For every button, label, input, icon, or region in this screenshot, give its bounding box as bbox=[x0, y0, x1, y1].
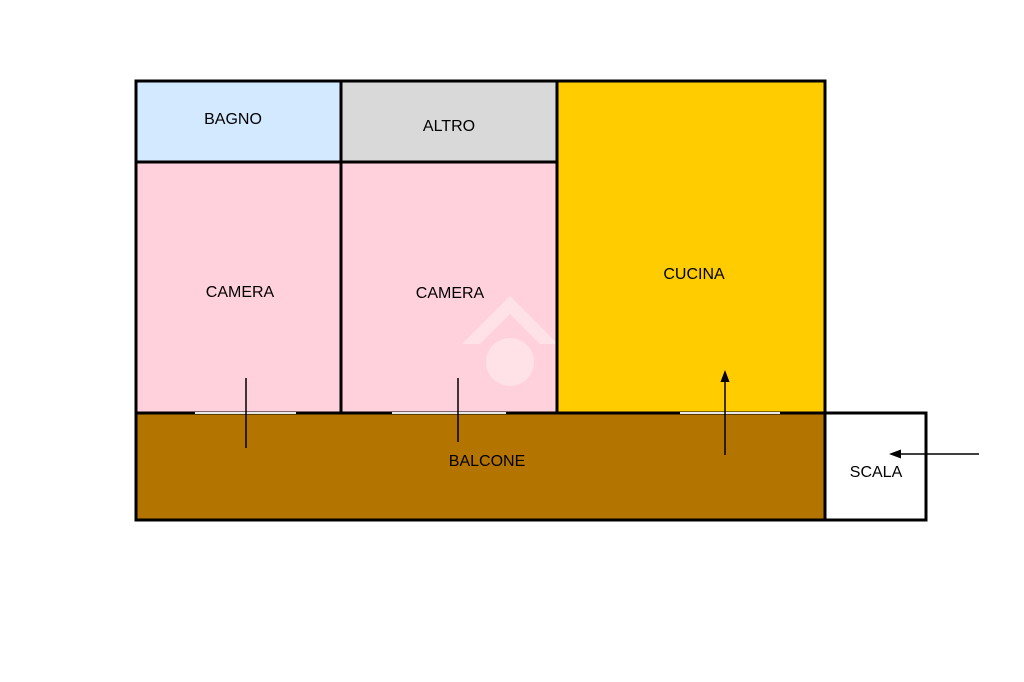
room-cucina bbox=[557, 81, 825, 413]
access-markers bbox=[245, 370, 979, 459]
label-cucina: CUCINA bbox=[663, 266, 725, 283]
label-scala: SCALA bbox=[850, 464, 903, 481]
room-camera-right bbox=[341, 162, 557, 413]
room-camera-left bbox=[136, 162, 341, 413]
label-balcone: BALCONE bbox=[449, 453, 525, 470]
label-altro: ALTRO bbox=[423, 118, 475, 135]
scala-wall bbox=[823, 411, 928, 522]
label-camera-left: CAMERA bbox=[206, 284, 275, 301]
room-altro bbox=[341, 81, 557, 162]
room-balcone bbox=[136, 413, 825, 520]
outer-wall bbox=[134, 79, 827, 522]
room-bagno bbox=[136, 81, 341, 162]
label-camera-right: CAMERA bbox=[416, 285, 485, 302]
label-bagno: BAGNO bbox=[204, 111, 262, 128]
room-scala bbox=[825, 413, 926, 520]
house-logo-watermark-icon bbox=[462, 296, 558, 386]
